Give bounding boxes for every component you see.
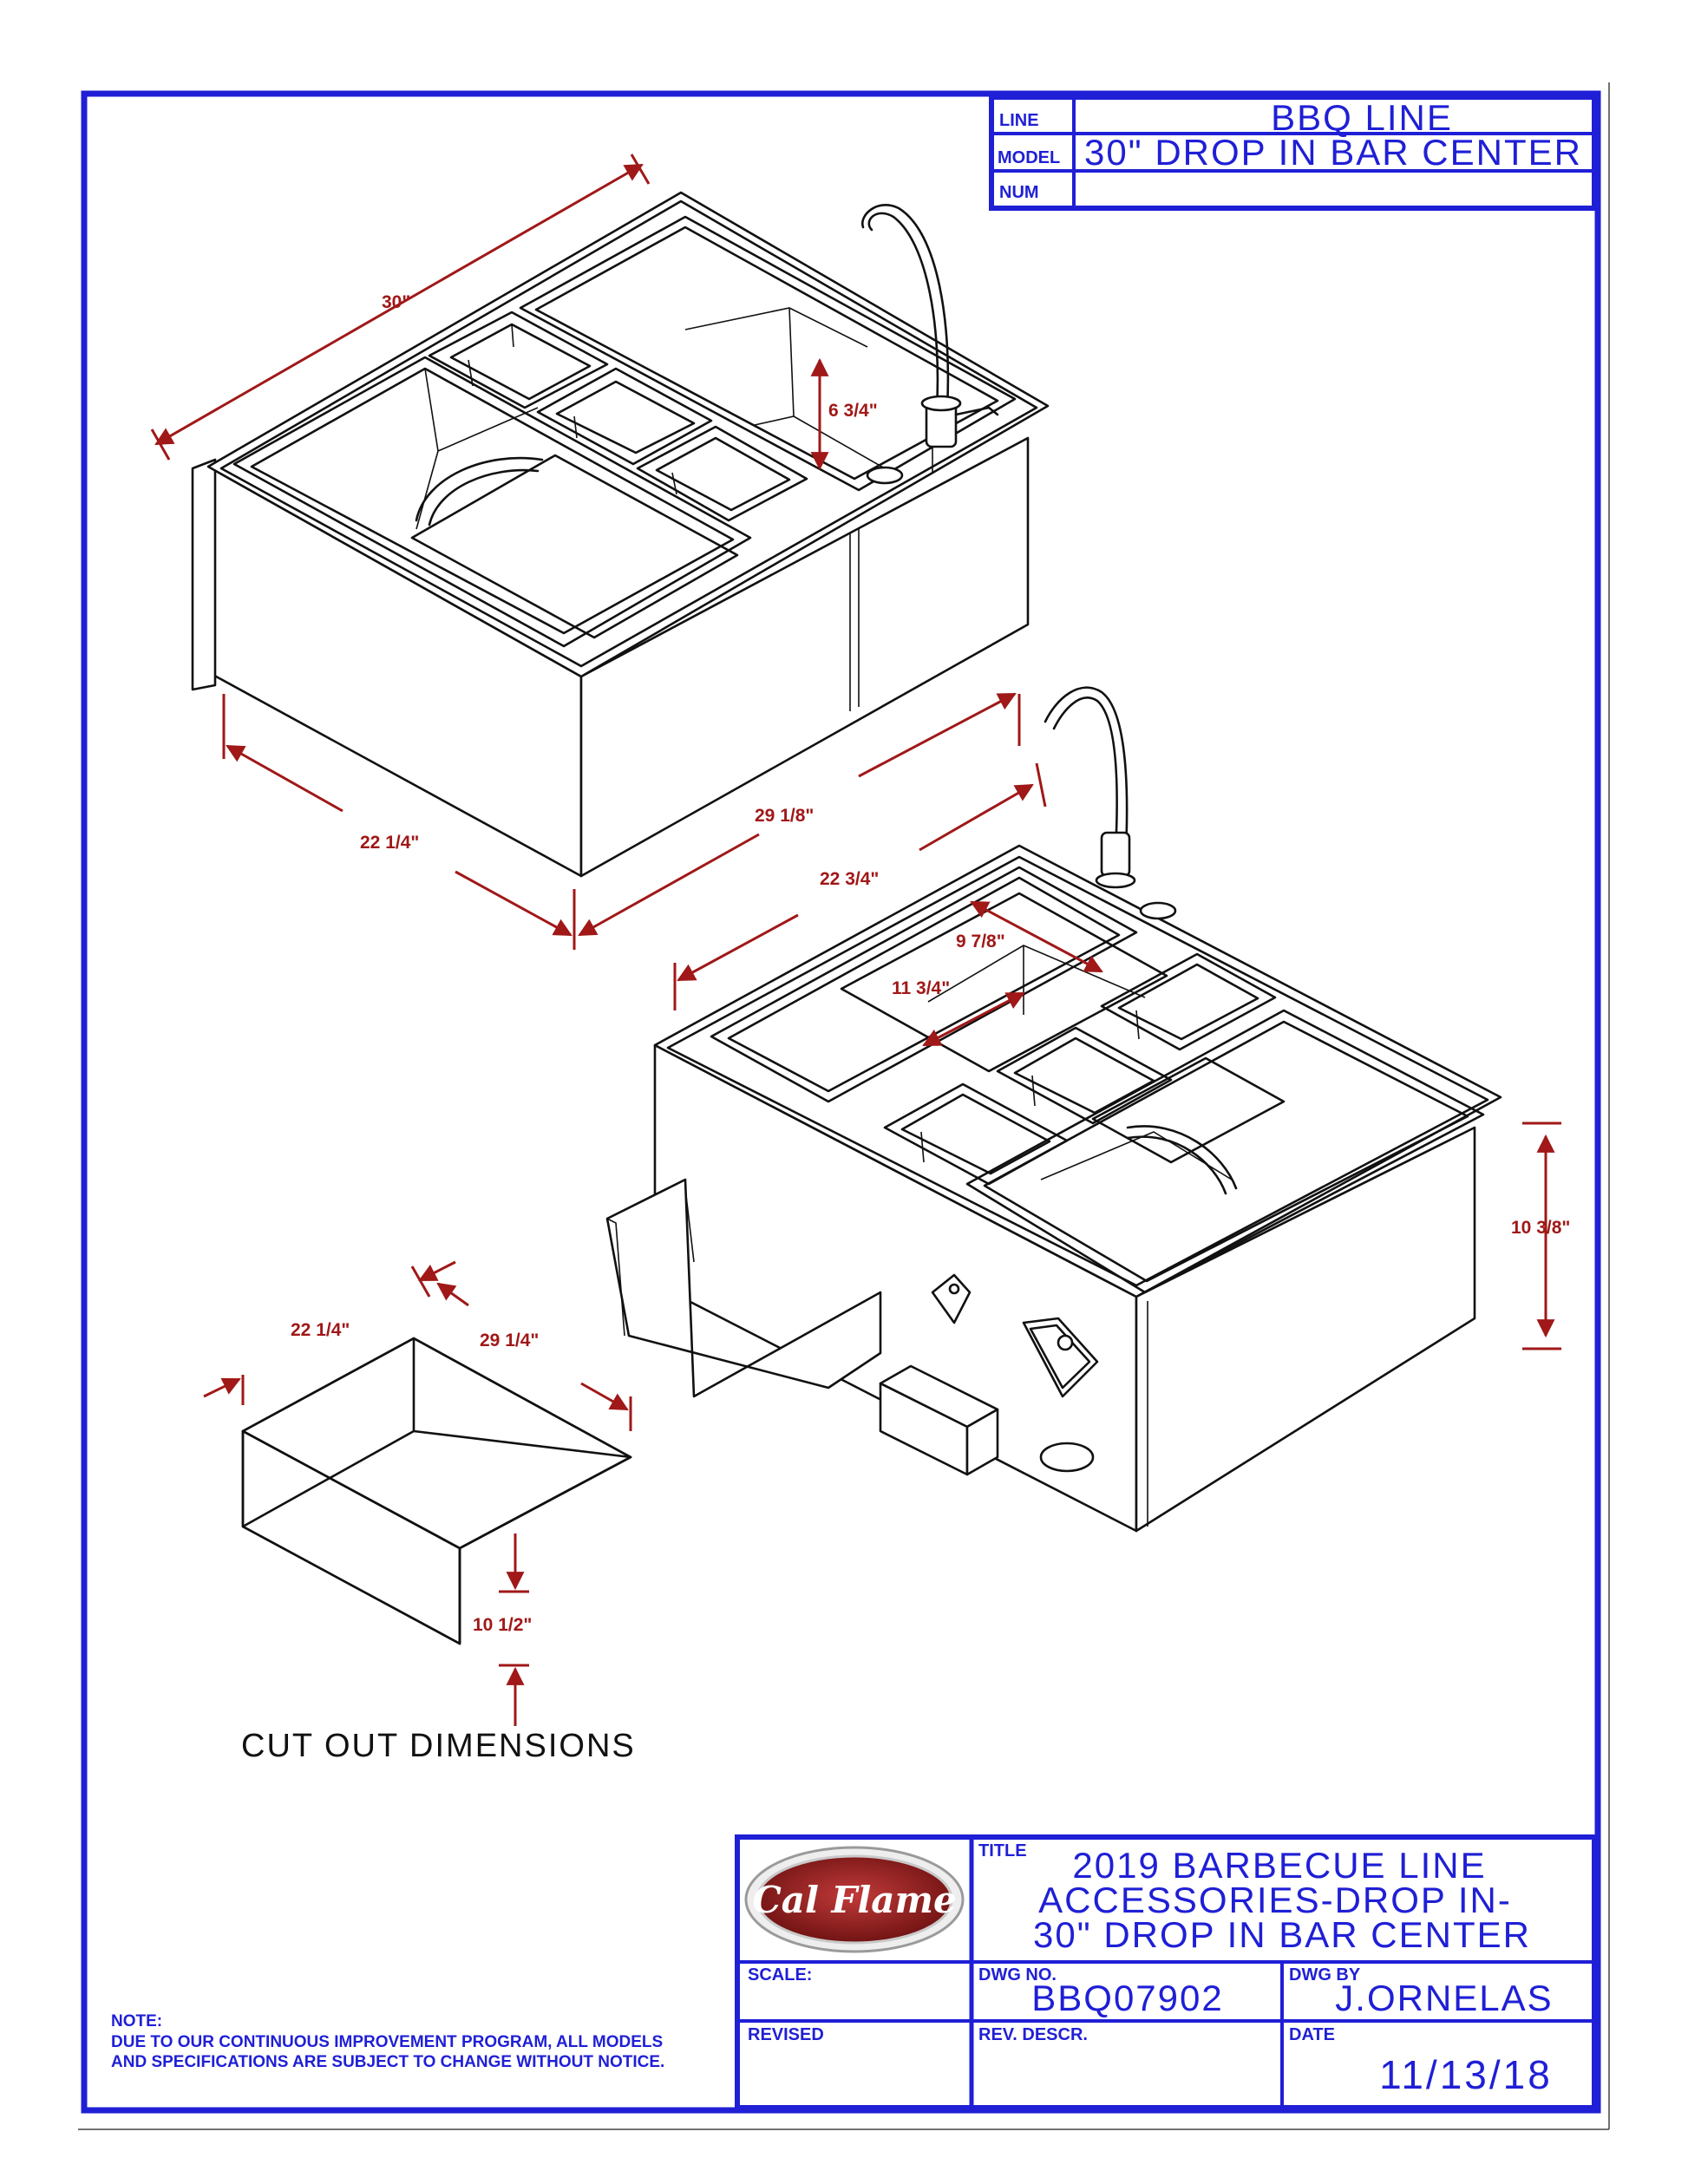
dwg-by-label: DWG BY [1289,1965,1361,1985]
dwg-no-label: DWG NO. [978,1965,1057,1985]
dim-10-1-2-cutout: 10 1/2" [473,1533,532,1726]
top-isometric-view: 30" 6 3/4" 22 1/4" 29 1/8" [150,154,1050,950]
dim-30-label: 30" [382,292,410,312]
num-label: NUM [999,183,1039,202]
note-line-1: DUE TO OUR CONTINUOUS IMPROVEMENT PROGRA… [111,2033,663,2051]
dim-22-1-4-top: 22 1/4" [222,694,576,950]
dim-10-1-2-cutout-label: 10 1/2" [473,1615,532,1635]
bottom-isometric-view: 22 3/4" 9 7/8" 11 3/4" 10 3/8" [605,686,1570,1533]
badge-oval [1039,1442,1095,1473]
side-basket [605,1178,882,1398]
dim-10-3-8-label: 10 3/8" [1511,1218,1570,1238]
title-block-top: LINE BBQ LINE MODEL 30" DROP IN BAR CENT… [989,95,1597,211]
dim-11-3-4-label: 11 3/4" [892,978,950,998]
title-line-1: 2019 BARBECUE LINE [1072,1845,1486,1886]
note-heading: NOTE: [111,2012,162,2030]
dim-9-7-8: 9 7/8" [956,900,1103,973]
dim-6-3-4-label: 6 3/4" [828,401,878,421]
title-block-bottom: Cal Flame TITLE 2019 BARBECUE LINE ACCES… [735,1834,1597,2110]
scale-label: SCALE: [748,1965,812,1985]
dim-29-1-8: 29 1/8" [578,692,1021,937]
dwg-by-value: J.ORNELAS [1335,1978,1553,2018]
rev-descr-label: REV. DESCR. [978,2025,1088,2044]
note-line-2: AND SPECIFICATIONS ARE SUBJECT TO CHANGE… [111,2053,664,2071]
dim-29-1-4-cutout: 29 1/4" [436,1282,632,1431]
dim-22-1-4-top-label: 22 1/4" [360,833,419,853]
faucet-bottom [1044,686,1177,920]
model-label: MODEL [998,148,1060,167]
dim-10-3-8: 10 3/8" [1511,1121,1570,1350]
model-value: 30" DROP IN BAR CENTER [1084,132,1582,173]
date-label: DATE [1289,2025,1335,2044]
small-holder [879,1364,999,1476]
date-value: 11/13/18 [1379,2052,1553,2097]
dim-29-1-4-cutout-label: 29 1/4" [480,1331,539,1350]
revised-label: REVISED [748,2025,824,2044]
title-label: TITLE [978,1841,1027,1860]
dim-22-1-4-cutout-label: 22 1/4" [291,1320,350,1340]
line-value: BBQ LINE [1271,97,1453,138]
dwg-no-value: BBQ07902 [1031,1978,1224,2018]
dim-9-7-8-label: 9 7/8" [956,932,1005,951]
dim-11-3-4: 11 3/4" [892,978,1025,1047]
title-line-2: ACCESSORIES-DROP IN- [1038,1880,1512,1920]
dim-22-3-4-label: 22 3/4" [820,869,879,889]
note-block: NOTE: DUE TO OUR CONTINUOUS IMPROVEMENT … [111,2012,664,2071]
faucet-top [861,204,999,485]
dim-6-3-4: 6 3/4" [810,357,878,471]
title-line-3: 30" DROP IN BAR CENTER [1033,1914,1531,1955]
cutout-diagram: 22 1/4" 29 1/4" 10 1/2" CUT OUT DIMENSIO… [203,1260,636,1764]
towel-ring [1022,1317,1099,1398]
logo-text: Cal Flame [752,1879,956,1921]
dim-29-1-8-label: 29 1/8" [755,806,814,826]
line-label: LINE [999,111,1039,130]
dim-30: 30" [150,154,651,461]
cutout-caption: CUT OUT DIMENSIONS [241,1728,636,1764]
dim-22-3-4: 22 3/4" [673,762,1047,1010]
bottle-opener [931,1273,972,1324]
cal-flame-logo: Cal Flame [744,1846,965,1953]
dim-22-1-4-cutout: 22 1/4" [203,1260,456,1405]
